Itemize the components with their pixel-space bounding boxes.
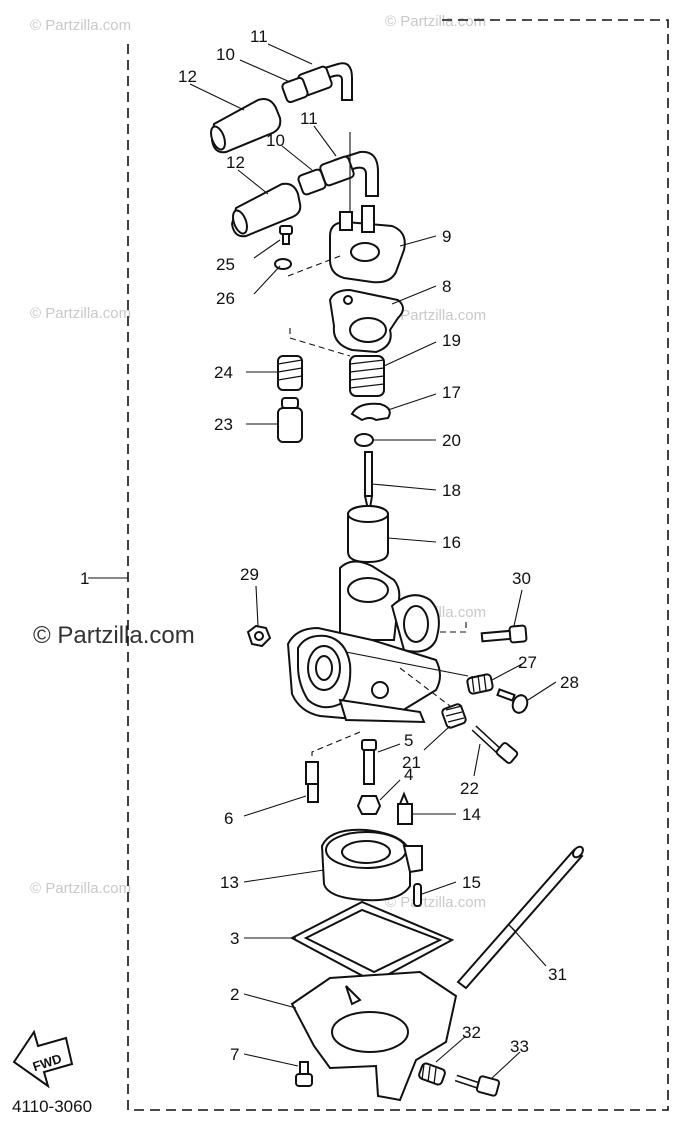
clip-20 bbox=[354, 433, 374, 447]
watermark: © Partzilla.com bbox=[385, 307, 486, 324]
callout-8: 8 bbox=[442, 277, 451, 296]
callout-18: 18 bbox=[442, 481, 461, 500]
callout-12-upper: 12 bbox=[178, 67, 197, 86]
screw-33 bbox=[454, 1074, 501, 1097]
main-jet bbox=[356, 795, 382, 815]
callout-15: 15 bbox=[462, 873, 481, 892]
callout-1: 1 bbox=[80, 569, 89, 588]
float-bowl-gasket bbox=[289, 900, 455, 984]
needle-clip bbox=[350, 402, 391, 422]
leader-line bbox=[311, 731, 361, 760]
rubber-cap-lower bbox=[230, 182, 302, 238]
carburetor-body bbox=[286, 560, 441, 724]
watermark: © Partzilla.com bbox=[385, 894, 486, 911]
gasket-8 bbox=[328, 288, 404, 354]
callout-24: 24 bbox=[214, 363, 233, 382]
leader-line bbox=[345, 651, 469, 677]
leader-line bbox=[289, 328, 351, 357]
callout-26: 26 bbox=[216, 289, 235, 308]
fwd-arrow: FWD bbox=[12, 1029, 74, 1089]
callout-27: 27 bbox=[518, 653, 537, 672]
callout-4: 4 bbox=[404, 765, 413, 784]
callout-11-upper: 11 bbox=[250, 27, 268, 46]
screw-28 bbox=[496, 688, 529, 714]
bolt-30 bbox=[480, 624, 528, 644]
spring-32 bbox=[418, 1062, 446, 1086]
throttle-valve bbox=[347, 504, 389, 564]
float bbox=[320, 828, 423, 902]
throttle-spring bbox=[349, 355, 385, 397]
washer-26 bbox=[274, 258, 292, 270]
callout-16: 16 bbox=[442, 533, 461, 552]
callout-13: 13 bbox=[220, 873, 239, 892]
leader-line bbox=[440, 620, 467, 633]
pilot-jet bbox=[305, 761, 319, 803]
callout-5: 5 bbox=[404, 731, 413, 750]
callout-labels: 1 2 3 4 5 6 7 8 9 10 10 11 11 12 12 13 1… bbox=[80, 27, 579, 1064]
callout-22: 22 bbox=[460, 779, 479, 798]
callout-28: 28 bbox=[560, 673, 579, 692]
watermark: © Partzilla.com bbox=[385, 13, 486, 30]
adjuster-23 bbox=[277, 397, 303, 443]
callout-32: 32 bbox=[462, 1023, 481, 1042]
callout-11-lower: 11 bbox=[300, 109, 318, 128]
partzilla-watermark-large: © Partzilla.com bbox=[33, 622, 195, 649]
spring-27 bbox=[466, 673, 494, 695]
needle-jet bbox=[361, 739, 377, 785]
elbow-pipe-lower bbox=[297, 150, 379, 197]
callout-14: 14 bbox=[462, 805, 481, 824]
callout-25: 25 bbox=[216, 255, 235, 274]
jet-needle bbox=[363, 451, 374, 515]
callout-9: 9 bbox=[442, 227, 451, 246]
float-bowl bbox=[290, 970, 458, 1102]
callout-23: 23 bbox=[214, 415, 233, 434]
float-valve bbox=[397, 791, 413, 825]
callout-21: 21 bbox=[402, 753, 421, 772]
watermark: © Partzilla.com bbox=[30, 880, 131, 897]
callout-10-lower: 10 bbox=[266, 131, 285, 150]
screw-22 bbox=[471, 725, 519, 764]
assembly-border bbox=[127, 19, 669, 1111]
spring-24 bbox=[277, 355, 303, 391]
leader-line bbox=[399, 667, 451, 707]
nut-29 bbox=[246, 624, 272, 648]
callout-30: 30 bbox=[512, 569, 531, 588]
overflow-pipe bbox=[456, 845, 584, 990]
watermark: © Partzilla.com bbox=[30, 305, 131, 322]
leader-lines bbox=[189, 43, 557, 1079]
callout-31: 31 bbox=[548, 965, 567, 984]
rubber-cap-upper bbox=[210, 98, 282, 154]
float-pin bbox=[413, 883, 422, 907]
callout-19: 19 bbox=[442, 331, 461, 350]
callout-6: 6 bbox=[224, 809, 233, 828]
callout-33: 33 bbox=[510, 1037, 529, 1056]
callout-7: 7 bbox=[230, 1045, 239, 1064]
callout-17: 17 bbox=[442, 383, 461, 402]
callout-2: 2 bbox=[230, 985, 239, 1004]
callout-29: 29 bbox=[240, 565, 259, 584]
elbow-pipe-upper bbox=[281, 62, 353, 104]
watermark-group: © Partzilla.com © Partzilla.com © Partzi… bbox=[30, 13, 486, 911]
mixing-chamber-top bbox=[329, 205, 406, 284]
drawing-number: 4110-3060 bbox=[12, 1097, 92, 1116]
callout-3: 3 bbox=[230, 929, 239, 948]
callout-20: 20 bbox=[442, 431, 461, 450]
callout-12-lower: 12 bbox=[226, 153, 245, 172]
spring-21 bbox=[441, 703, 467, 729]
watermark: © Partzilla.com bbox=[30, 17, 131, 34]
screw-25 bbox=[279, 225, 293, 245]
screw-7 bbox=[295, 1061, 313, 1087]
callout-10-upper: 10 bbox=[216, 45, 235, 64]
